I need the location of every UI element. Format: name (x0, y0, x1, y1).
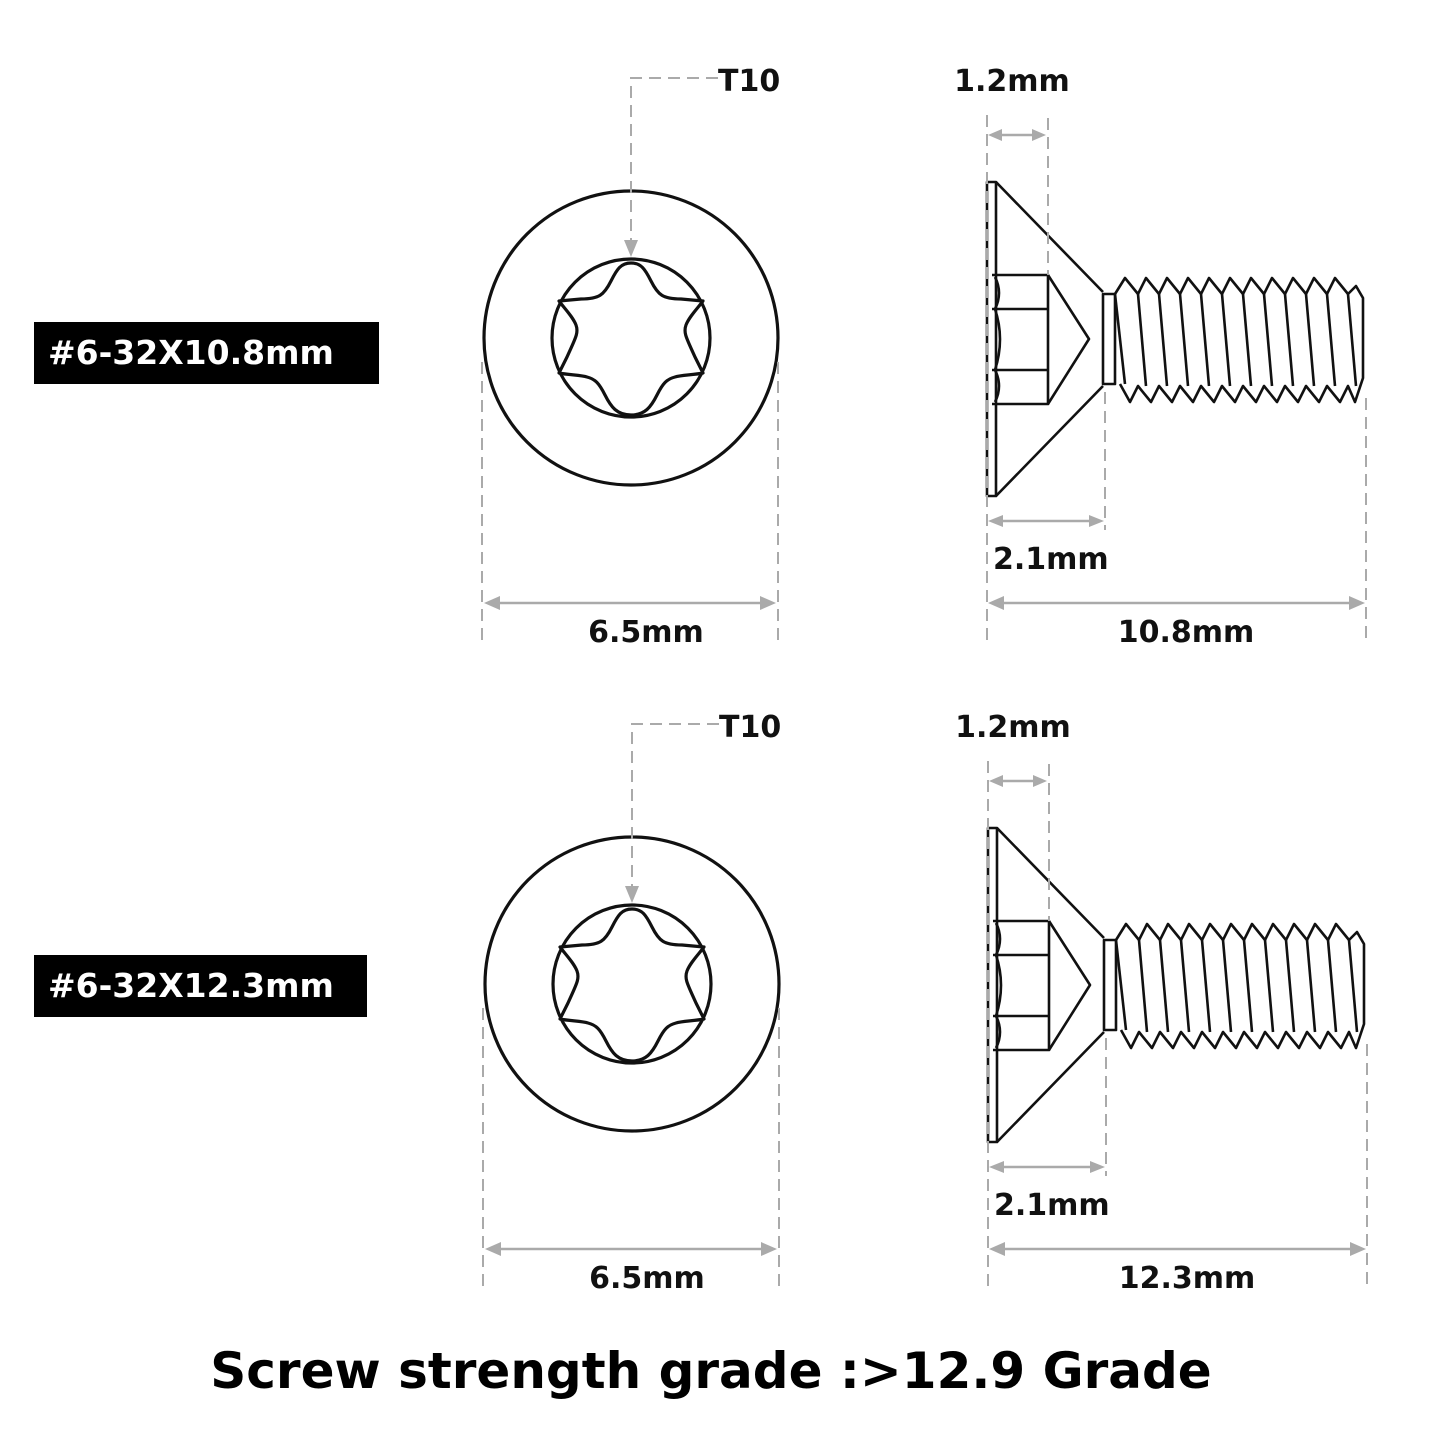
arrow-left (484, 596, 500, 610)
cone-top (996, 827, 1105, 939)
size-tag-text: #6-32X12.3mm (48, 966, 334, 1005)
head-height-label: 2.1mm (994, 1188, 1110, 1223)
drive-leader-line (631, 723, 719, 891)
thread-line (1178, 293, 1190, 387)
drive-label: T10 (719, 710, 781, 745)
size-tag-background (34, 955, 367, 1017)
recess-cone (1046, 274, 1091, 405)
head-depth-label: 1.2mm (954, 64, 1070, 99)
head-outer-circle (482, 189, 780, 487)
head-outer-circle (483, 835, 781, 1133)
recess-cone (1047, 920, 1092, 1051)
size-tag: #6-32X10.8mm (34, 322, 379, 384)
recess-curve (994, 922, 1003, 1049)
arrow-left (989, 775, 1003, 787)
size-tag-text: #6-32X10.8mm (48, 333, 334, 372)
cone-bottom (996, 1031, 1105, 1143)
thread-line (1347, 939, 1359, 1033)
arrow-right (1350, 1242, 1366, 1256)
thread-line (1241, 293, 1253, 387)
thread-line (1200, 939, 1212, 1033)
thread-line (1179, 939, 1191, 1033)
arrow-right (1032, 129, 1046, 141)
recess-circle (550, 257, 712, 419)
thread-line (1137, 939, 1149, 1033)
torx-star-icon (558, 907, 706, 1063)
thread-line (1304, 293, 1316, 387)
recess-curve (993, 276, 1002, 403)
thread-line (1114, 939, 1128, 1031)
thread-line (1220, 293, 1232, 387)
thread-line (1221, 939, 1233, 1033)
arrow-left (988, 515, 1003, 527)
cone-top (995, 181, 1104, 293)
size-tag: #6-32X12.3mm (34, 955, 367, 1017)
head-rim (985, 180, 998, 498)
arrow-left (988, 596, 1004, 610)
thread-line (1305, 939, 1317, 1033)
arrow-right (1033, 775, 1047, 787)
thread-line (1346, 293, 1358, 387)
thread-body (1113, 276, 1365, 404)
screw-2: #6-32X12.3mm T10 6.5mm (34, 710, 1368, 1296)
strength-grade-text: Screw strength grade :>12.9 Grade (210, 1342, 1211, 1400)
recess-circle (551, 903, 713, 1065)
top-view: T10 6.5mm (482, 710, 781, 1296)
arrow-right (1090, 1161, 1105, 1173)
recess-box (993, 919, 1051, 1052)
thread-line (1326, 939, 1338, 1033)
drive-leader-line (630, 77, 718, 245)
head-rim (986, 826, 999, 1144)
thread-line (1284, 939, 1296, 1033)
total-length-label: 12.3mm (1119, 1261, 1256, 1296)
arrow-left (485, 1242, 501, 1256)
screw-neck (1101, 292, 1117, 386)
arrow-left (988, 129, 1002, 141)
size-tag-background (34, 322, 379, 384)
thread-line (1283, 293, 1295, 387)
arrow-right (1349, 596, 1365, 610)
thread-line (1262, 293, 1274, 387)
arrow-right (761, 1242, 777, 1256)
drive-label: T10 (718, 64, 780, 99)
head-diameter-label: 6.5mm (589, 1261, 705, 1296)
arrow-left (989, 1161, 1004, 1173)
thread-line (1199, 293, 1211, 387)
torx-star-icon (557, 261, 705, 417)
head-height-label: 2.1mm (993, 542, 1109, 577)
thread-line (1158, 939, 1170, 1033)
arrow-right (1089, 515, 1104, 527)
screw-neck (1102, 938, 1118, 1032)
thread-line (1242, 939, 1254, 1033)
screw-1: #6-32X10.8mm T10 6.5mm (34, 64, 1367, 650)
drive-leader-arrow (625, 886, 639, 903)
thread-body (1114, 922, 1366, 1050)
top-view: T10 6.5mm (481, 64, 780, 650)
thread-line (1136, 293, 1148, 387)
total-length-label: 10.8mm (1118, 615, 1255, 650)
arrow-left (989, 1242, 1005, 1256)
head-depth-label: 1.2mm (955, 710, 1071, 745)
thread-line (1263, 939, 1275, 1033)
side-view: 1.2mm 2.1mm 10.8mm (954, 64, 1367, 650)
side-view: 1.2mm 2.1mm 12.3mm (955, 710, 1368, 1296)
cone-bottom (995, 385, 1104, 497)
thread-line (1113, 293, 1127, 385)
thread-line (1157, 293, 1169, 387)
drive-leader-arrow (624, 240, 638, 257)
arrow-right (760, 596, 776, 610)
thread-line (1325, 293, 1337, 387)
recess-box (992, 273, 1050, 406)
head-diameter-label: 6.5mm (588, 615, 704, 650)
